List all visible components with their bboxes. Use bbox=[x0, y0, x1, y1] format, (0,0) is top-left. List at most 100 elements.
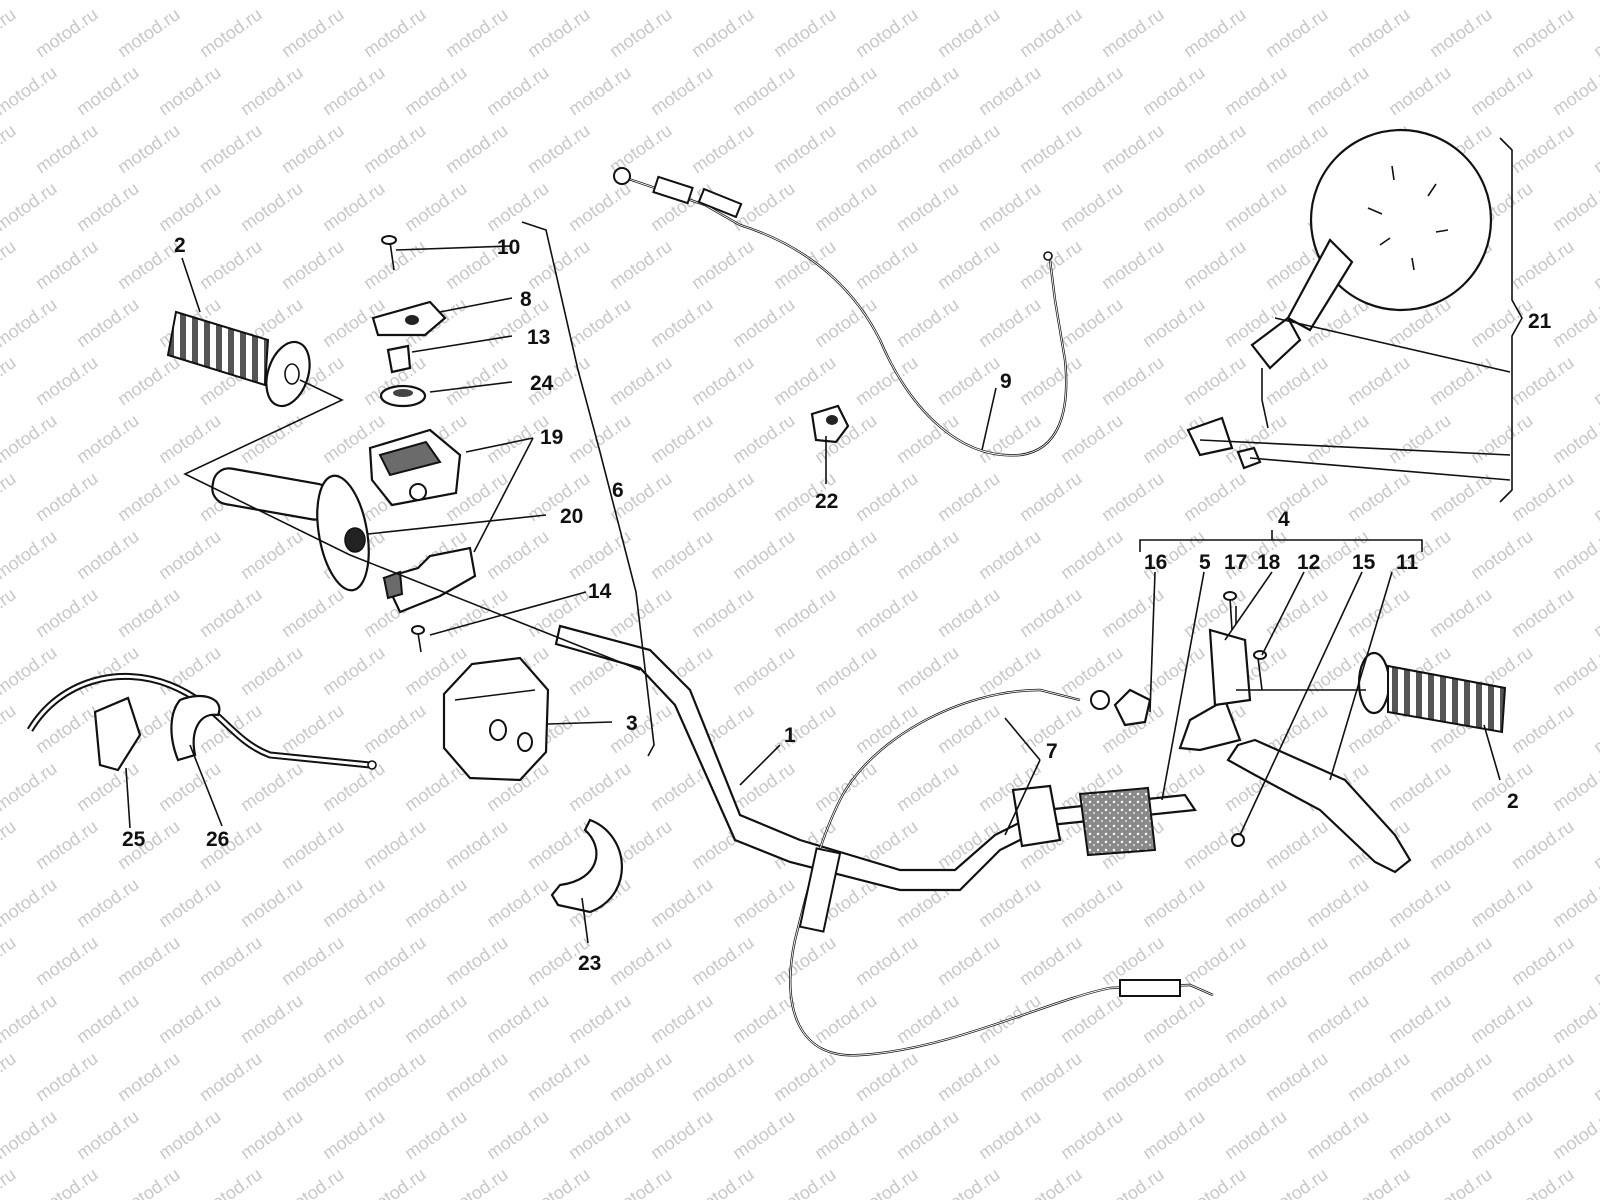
watermark-text: motod.ru bbox=[688, 584, 758, 641]
callout-26: 26 bbox=[206, 828, 229, 851]
watermark-text: motod.ru bbox=[1139, 62, 1209, 119]
watermark-text: motod.ru bbox=[442, 352, 512, 409]
watermark-text: motod.ru bbox=[360, 932, 430, 989]
watermark-text: motod.ru bbox=[1426, 468, 1496, 525]
watermark-text: motod.ru bbox=[114, 4, 184, 61]
watermark-text: motod.ru bbox=[73, 0, 143, 3]
watermark-text: motod.ru bbox=[1344, 468, 1414, 525]
watermark-text: motod.ru bbox=[1180, 120, 1250, 177]
callout-3: 3 bbox=[626, 712, 638, 735]
callout-23: 23 bbox=[578, 952, 601, 975]
watermark-text: motod.ru bbox=[1262, 584, 1332, 641]
watermark-text: motod.ru bbox=[606, 1164, 676, 1200]
watermark-text: motod.ru bbox=[1221, 1106, 1291, 1163]
watermark-text: motod.ru bbox=[1221, 62, 1291, 119]
watermark-text: motod.ru bbox=[1508, 120, 1578, 177]
watermark-text: motod.ru bbox=[278, 816, 348, 873]
watermark-text: motod.ru bbox=[811, 642, 881, 699]
watermark-text: motod.ru bbox=[852, 236, 922, 293]
watermark-text: motod.ru bbox=[1467, 410, 1537, 467]
watermark-text: motod.ru bbox=[1180, 468, 1250, 525]
watermark-text: motod.ru bbox=[32, 932, 102, 989]
watermark-text: motod.ru bbox=[1016, 4, 1086, 61]
watermark-text: motod.ru bbox=[1590, 1048, 1600, 1105]
watermark-text: motod.ru bbox=[483, 990, 553, 1047]
watermark-text: motod.ru bbox=[73, 526, 143, 583]
watermark-text: motod.ru bbox=[0, 1106, 60, 1163]
watermark-text: motod.ru bbox=[975, 526, 1045, 583]
watermark-text: motod.ru bbox=[401, 874, 471, 931]
watermark-text: motod.ru bbox=[1549, 410, 1600, 467]
watermark-text: motod.ru bbox=[0, 1164, 19, 1200]
switch-housing bbox=[442, 656, 550, 782]
watermark-text: motod.ru bbox=[32, 816, 102, 873]
watermark-text: motod.ru bbox=[811, 178, 881, 235]
watermark-text: motod.ru bbox=[975, 62, 1045, 119]
watermark-text: motod.ru bbox=[1098, 352, 1168, 409]
watermark-text: motod.ru bbox=[196, 1048, 266, 1105]
watermark-text: motod.ru bbox=[1426, 1048, 1496, 1105]
watermark-text: motod.ru bbox=[524, 120, 594, 177]
watermark-text: motod.ru bbox=[770, 236, 840, 293]
watermark-text: motod.ru bbox=[483, 874, 553, 931]
watermark-text: motod.ru bbox=[565, 526, 635, 583]
watermark-text: motod.ru bbox=[811, 0, 881, 3]
watermark-text: motod.ru bbox=[852, 932, 922, 989]
watermark-text: motod.ru bbox=[1426, 932, 1496, 989]
watermark-text: motod.ru bbox=[647, 0, 717, 3]
watermark-text: motod.ru bbox=[1057, 1106, 1127, 1163]
watermark-text: motod.ru bbox=[401, 990, 471, 1047]
watermark-text: motod.ru bbox=[524, 1164, 594, 1200]
watermark-text: motod.ru bbox=[73, 178, 143, 235]
callout-18: 18 bbox=[1257, 551, 1281, 574]
watermark-text: motod.ru bbox=[606, 236, 676, 293]
watermark-text: motod.ru bbox=[1467, 1106, 1537, 1163]
watermark-text: motod.ru bbox=[934, 584, 1004, 641]
callouts: 1 2 2 3 4 5 6 7 8 9 10 11 12 13 14 15 16… bbox=[122, 234, 1552, 975]
watermark-text: motod.ru bbox=[1426, 584, 1496, 641]
watermark-text: motod.ru bbox=[32, 1164, 102, 1200]
watermark-text: motod.ru bbox=[688, 236, 758, 293]
watermark-text: motod.ru bbox=[1344, 584, 1414, 641]
throttle-cover-parts bbox=[371, 235, 447, 653]
watermark-text: motod.ru bbox=[934, 932, 1004, 989]
watermark-text: motod.ru bbox=[278, 236, 348, 293]
watermark-text: motod.ru bbox=[155, 62, 225, 119]
watermark-text: motod.ru bbox=[647, 410, 717, 467]
watermark-text: motod.ru bbox=[565, 294, 635, 351]
watermark-text: motod.ru bbox=[1508, 584, 1578, 641]
watermark-text: motod.ru bbox=[0, 526, 60, 583]
watermark-text: motod.ru bbox=[893, 0, 963, 3]
watermark-text: motod.ru bbox=[73, 62, 143, 119]
watermark-text: motod.ru bbox=[237, 874, 307, 931]
watermark-text: motod.ru bbox=[688, 352, 758, 409]
watermark-text: motod.ru bbox=[442, 4, 512, 61]
watermark-text: motod.ru bbox=[852, 1048, 922, 1105]
watermark-text: motod.ru bbox=[934, 236, 1004, 293]
watermark-text: motod.ru bbox=[319, 1106, 389, 1163]
watermark-text: motod.ru bbox=[1303, 0, 1373, 3]
watermark-text: motod.ru bbox=[1221, 874, 1291, 931]
watermark-text: motod.ru bbox=[1262, 932, 1332, 989]
watermark-text: motod.ru bbox=[1016, 352, 1086, 409]
watermark-text: motod.ru bbox=[237, 990, 307, 1047]
watermark-text: motod.ru bbox=[647, 62, 717, 119]
watermark-text: motod.ru bbox=[1057, 990, 1127, 1047]
watermark-text: motod.ru bbox=[893, 758, 963, 815]
callout-25: 25 bbox=[122, 828, 146, 851]
watermark-text: motod.ru bbox=[1139, 990, 1209, 1047]
callout-6: 6 bbox=[612, 479, 624, 502]
watermark-text: motod.ru bbox=[483, 62, 553, 119]
watermark-text: motod.ru bbox=[0, 990, 60, 1047]
callout-19: 19 bbox=[540, 426, 563, 449]
watermark-text: motod.ru bbox=[688, 4, 758, 61]
watermark-text: motod.ru bbox=[688, 120, 758, 177]
watermark-text: motod.ru bbox=[852, 120, 922, 177]
watermark-text: motod.ru bbox=[1180, 352, 1250, 409]
watermark-text: motod.ru bbox=[1057, 294, 1127, 351]
watermark-text: motod.ru bbox=[565, 758, 635, 815]
watermark-text: motod.ru bbox=[1016, 1048, 1086, 1105]
watermark-text: motod.ru bbox=[0, 758, 60, 815]
watermark-text: motod.ru bbox=[893, 410, 963, 467]
